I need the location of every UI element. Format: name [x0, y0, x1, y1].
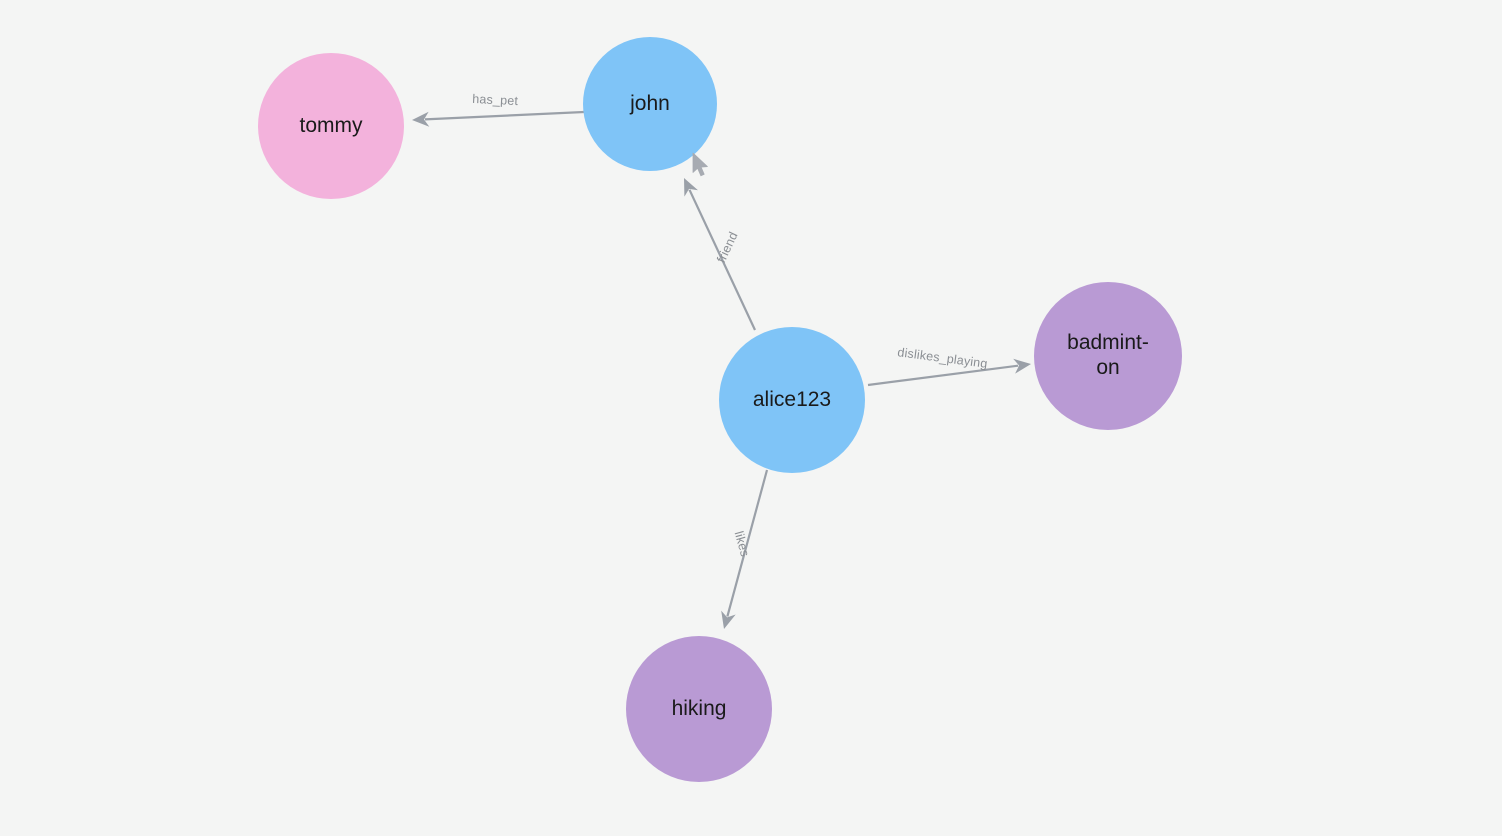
edge-arrow-head [1013, 358, 1031, 374]
edges-group [412, 110, 1031, 629]
edge-label: dislikes_playing [897, 345, 989, 371]
graph-node-badminton[interactable]: badmint- on [1034, 282, 1182, 430]
node-label: badmint- on [1067, 331, 1149, 379]
edge-arrow-head [412, 111, 430, 127]
edge-label: friend [714, 230, 740, 265]
edge-arrow-head [721, 610, 736, 629]
edge-label: likes [732, 530, 752, 559]
edge-line[interactable] [688, 189, 756, 331]
edge-arrow-head [684, 178, 698, 197]
node-label: alice123 [752, 387, 832, 411]
edge-line[interactable] [726, 469, 769, 617]
graph-node-john[interactable]: john [583, 37, 717, 171]
graph-node-tommy[interactable]: tommy [258, 53, 404, 199]
node-label: john [630, 91, 670, 115]
graph-node-alice123[interactable]: alice123 [719, 327, 865, 473]
edge-line[interactable] [867, 364, 1019, 387]
edge-line[interactable] [424, 110, 585, 121]
node-label: hiking [671, 696, 727, 720]
edge-label: has_pet [472, 92, 519, 108]
node-label: tommy [299, 113, 363, 137]
graph-node-hiking[interactable]: hiking [626, 636, 772, 782]
